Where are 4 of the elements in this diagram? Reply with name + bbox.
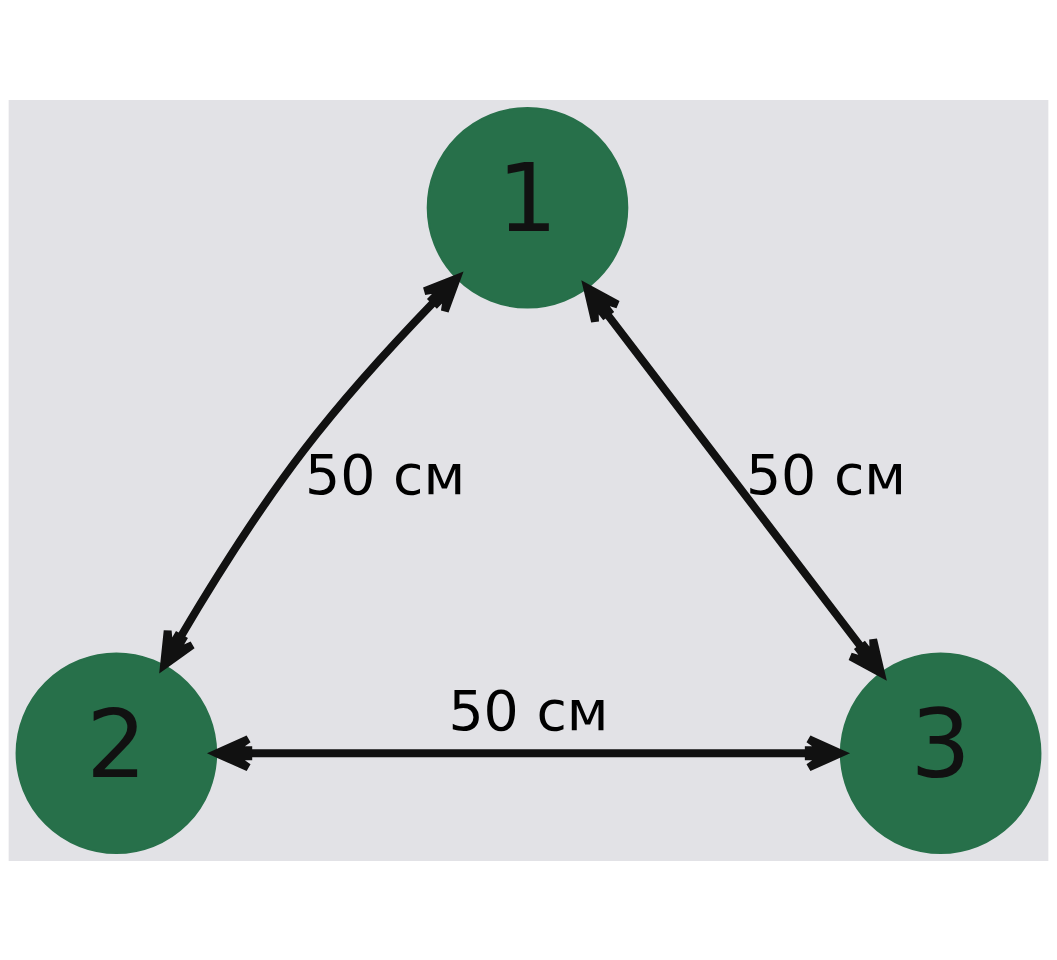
node-circle: 1: [426, 106, 629, 309]
edge-label: 50 см: [448, 678, 609, 743]
node-circle: 2: [15, 651, 218, 854]
node-circle: 3: [839, 651, 1042, 854]
